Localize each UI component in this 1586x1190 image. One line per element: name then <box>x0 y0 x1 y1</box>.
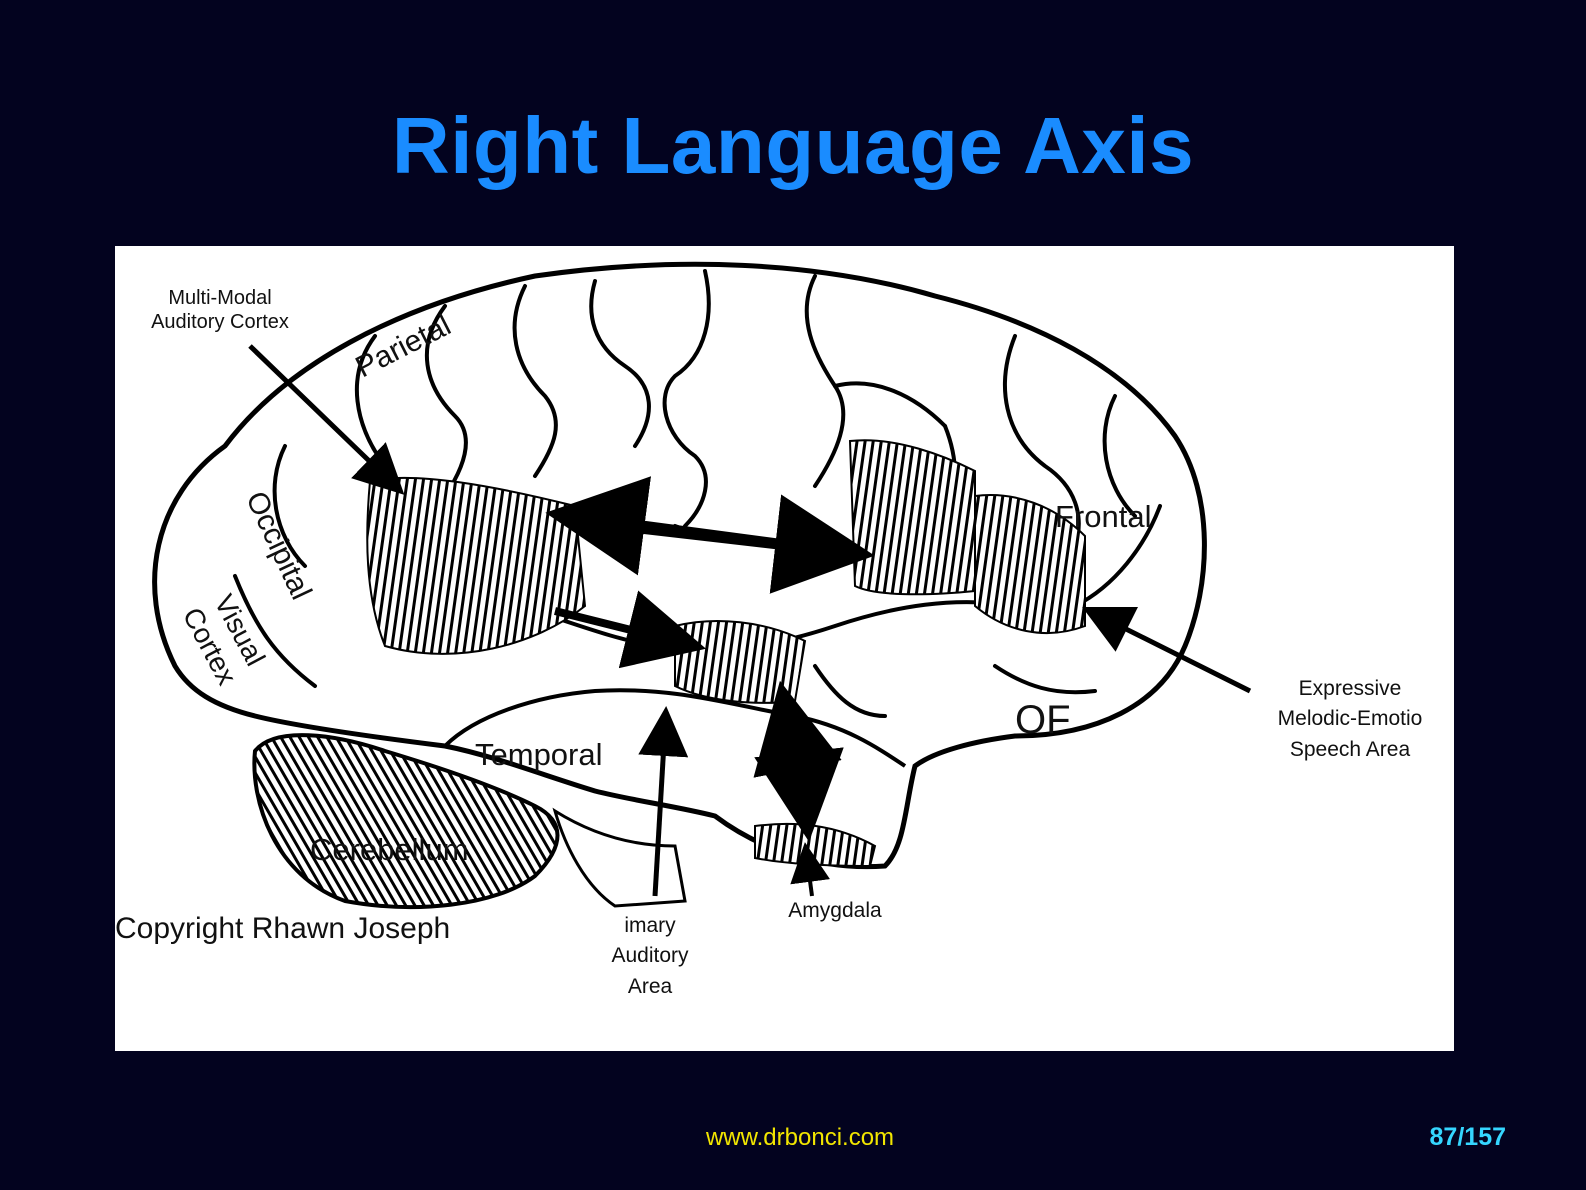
label-frontal: Frontal <box>1055 499 1152 534</box>
cerebrum-outline <box>152 261 1207 870</box>
page-number: 87/157 <box>1429 1123 1506 1151</box>
label-temporal: Temporal <box>475 737 603 772</box>
brain-illustration <box>152 261 1252 909</box>
label-expressive-speech-area: Expressive Melodic-Emotio Speech Area <box>1277 677 1423 761</box>
slide-title: Right Language Axis <box>391 101 1195 190</box>
hatched-areas <box>366 439 1086 868</box>
footer-url: www.drbonci.com <box>705 1124 895 1151</box>
copyright-text: Copyright Rhawn Joseph <box>115 912 451 945</box>
cerebellum-region <box>252 733 560 909</box>
label-of: OF <box>1015 698 1071 742</box>
label-primary-auditory-area: imary Auditory Area <box>611 914 689 998</box>
label-cerebellum: Cerebellum <box>310 832 469 867</box>
brain-diagram: Multi-Modal Auditory Cortex Parietal Occ… <box>115 246 1454 1051</box>
label-amygdala: Amygdala <box>788 899 882 922</box>
arrows <box>248 344 1252 897</box>
label-multimodal-auditory-cortex: Multi-Modal Auditory Cortex <box>151 287 289 333</box>
